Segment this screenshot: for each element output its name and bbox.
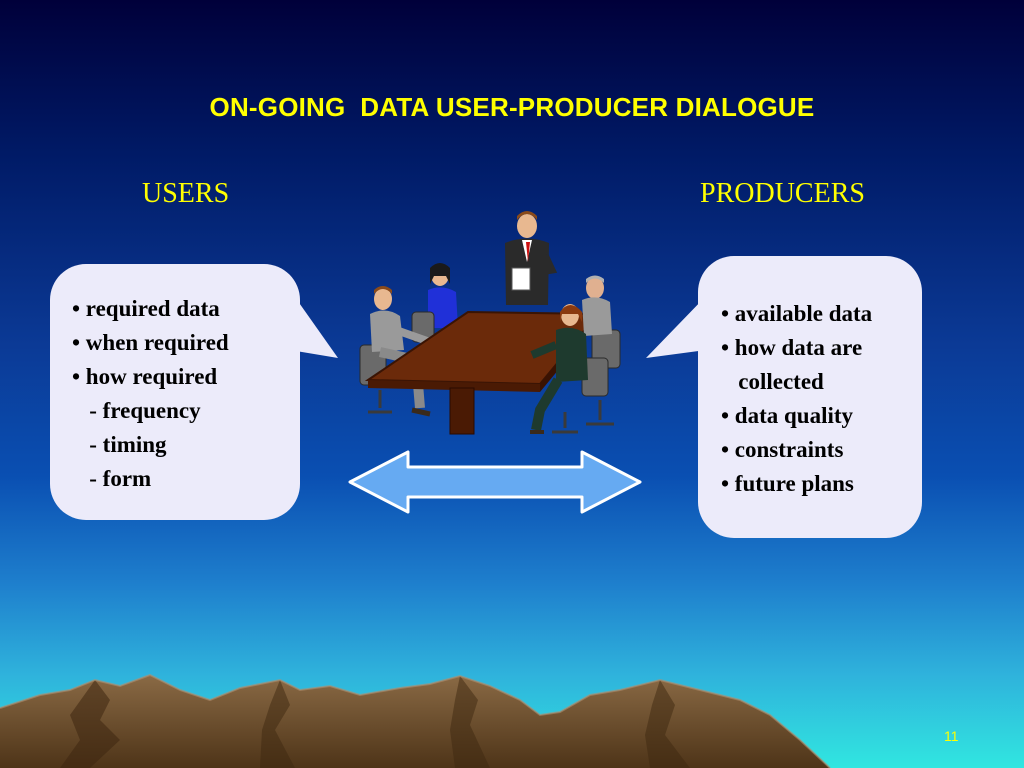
producers-list: • available data • how data are collecte… bbox=[721, 297, 872, 501]
list-item: • required data bbox=[72, 296, 220, 321]
users-speech-bubble bbox=[50, 264, 300, 520]
page-number: 11 bbox=[944, 728, 959, 744]
list-item: - frequency bbox=[72, 398, 201, 423]
list-item: - timing bbox=[72, 432, 167, 457]
presenter-figure bbox=[505, 211, 558, 305]
users-bubble-tail bbox=[290, 290, 338, 358]
man-right-figure bbox=[582, 275, 612, 336]
users-heading: USERS bbox=[142, 178, 230, 209]
slide-title: ON-GOING DATA USER-PRODUCER DIALOGUE bbox=[209, 92, 815, 122]
producers-speech-bubble bbox=[698, 256, 922, 538]
list-item: • how required bbox=[72, 364, 218, 389]
list-item: • future plans bbox=[721, 471, 854, 496]
list-item: • how data are bbox=[721, 335, 863, 360]
woman-right-figure bbox=[530, 304, 588, 434]
producers-heading: PRODUCERS bbox=[700, 178, 865, 209]
list-item: • data quality bbox=[721, 403, 854, 428]
list-item: - form bbox=[72, 466, 152, 491]
producers-bubble-tail bbox=[646, 296, 706, 358]
list-item: • when required bbox=[72, 330, 229, 355]
list-item: • available data bbox=[721, 301, 873, 326]
list-item: collected bbox=[721, 369, 824, 394]
woman-figure bbox=[428, 263, 458, 328]
list-item: • constraints bbox=[721, 437, 844, 462]
users-list: • required data • when required • how re… bbox=[72, 292, 229, 496]
